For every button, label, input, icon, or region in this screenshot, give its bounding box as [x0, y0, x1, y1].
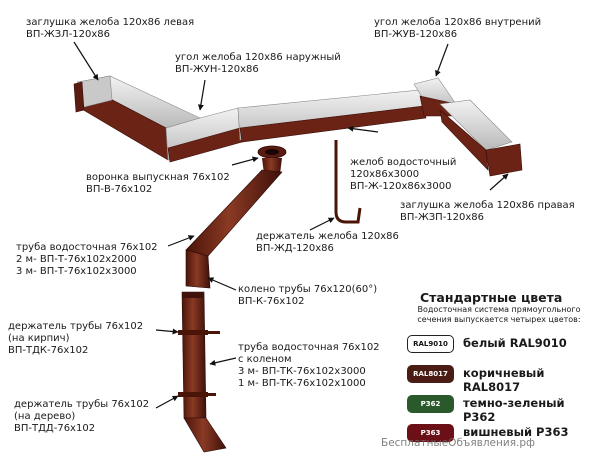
label-elbow: колено трубы 76х120(60°)ВП-К-76х102	[238, 284, 378, 307]
lower-pipe	[181, 291, 227, 453]
pipe-holder-wood	[178, 392, 216, 397]
swatch-green: P362	[407, 395, 454, 413]
label-pipe-holder-wood: держатель трубы 76х102(на дерево)ВП-ТДД-…	[14, 399, 150, 434]
swatch-cherry: P363	[407, 424, 454, 442]
label-pipe-holder-brick: держатель трубы 76х102(на кирпич)ВП-ТДК-…	[8, 321, 144, 356]
pipe-holder-brick	[178, 330, 220, 335]
gutter-holder-hook	[334, 140, 362, 224]
elbow-piece	[185, 249, 211, 289]
color-name-green: темно-зеленый Р362	[463, 396, 565, 424]
color-name-brown: коричневый RAL8017	[463, 366, 545, 394]
outlet-funnel	[257, 145, 287, 174]
swatch-brown: RAL8017	[407, 365, 454, 383]
watermark: БесплатныеОбъявления.рф	[381, 437, 535, 449]
gutter-main-segment	[237, 89, 427, 143]
colors-title: Стандартные цвета	[420, 290, 563, 305]
end-cap-left-piece	[73, 81, 85, 113]
color-name-cherry: вишневый Р363	[463, 425, 569, 439]
colors-note: Водосточная система прямоугольного сечен…	[417, 305, 581, 324]
color-name-white: белый RAL9010	[463, 336, 567, 350]
end-cap-right-piece	[485, 143, 523, 177]
gutter-right-segment	[439, 99, 513, 171]
callout-arrows	[73, 41, 509, 409]
gutter-left-segment	[77, 75, 201, 161]
swatch-white: RAL9010	[407, 335, 454, 353]
